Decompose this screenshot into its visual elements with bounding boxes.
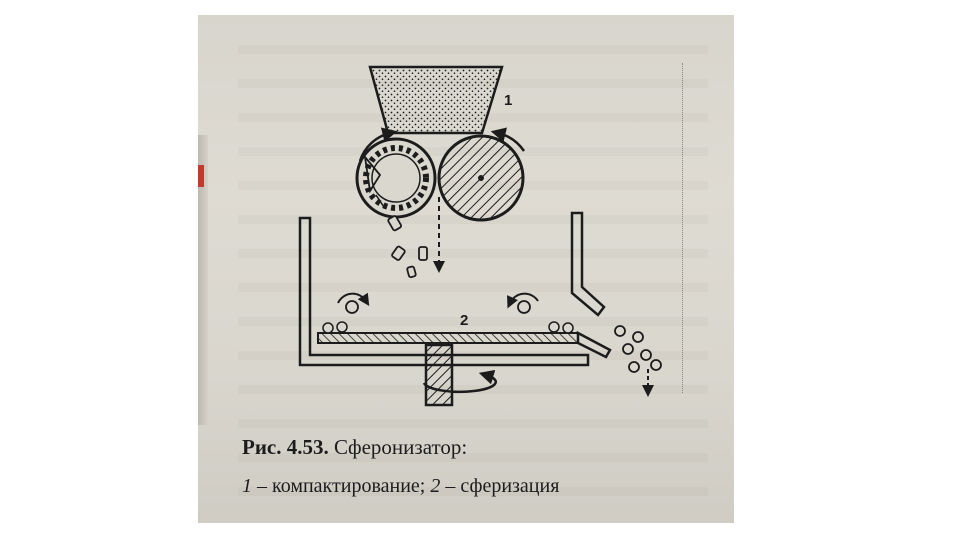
rolling-pellets-left <box>337 292 370 314</box>
left-roller <box>355 137 437 219</box>
right-roller <box>437 134 525 222</box>
left-roller-rotation-arrow <box>358 127 398 162</box>
figure-number: Рис. 4.53. <box>242 435 329 459</box>
legend-num-2: 2 <box>430 475 441 497</box>
figure-legend: 1 – компактирование; 2 – сферизация <box>242 475 559 498</box>
falling-compacts <box>387 215 428 279</box>
shaft <box>424 343 454 407</box>
label-compaction: 1 <box>504 92 512 109</box>
shaft-rotation-arrow <box>422 369 497 394</box>
label-spheronization: 2 <box>460 312 468 329</box>
friction-plate <box>317 321 579 344</box>
figure-caption-title: Рис. 4.53. Сферонизатор: <box>242 435 467 460</box>
right-roller-rotation-arrow <box>490 127 526 152</box>
spheronizer-diagram: 1 <box>298 65 662 407</box>
legend-num-1: 1 <box>242 475 252 497</box>
figure-title: Сферонизатор: <box>334 435 468 459</box>
hopper <box>368 65 504 135</box>
dotted-margin-line <box>682 63 683 393</box>
page-edge <box>198 135 208 425</box>
legend-text-2: – сферизация <box>440 475 560 497</box>
rolling-pellets-right <box>507 292 539 314</box>
book-page-photo: 1 <box>198 15 734 523</box>
legend-text-1: – компактирование; <box>252 475 431 497</box>
exiting-spheres <box>614 325 662 373</box>
red-page-mark <box>198 165 204 187</box>
bowl <box>298 216 590 367</box>
